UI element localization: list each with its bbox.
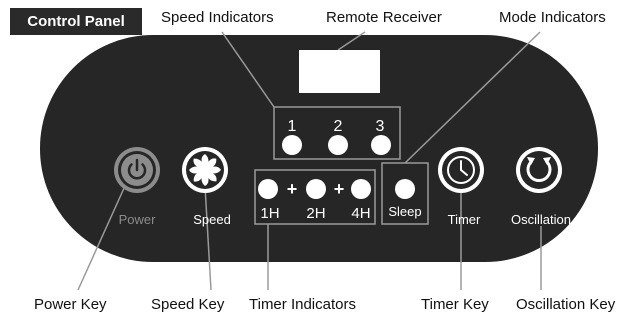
power-label: Power xyxy=(119,212,157,227)
callout-timer-key: Timer Key xyxy=(421,296,489,313)
speed-led-2 xyxy=(328,135,348,155)
callout-mode-indicators: Mode Indicators xyxy=(499,9,606,26)
timer-indicator-box xyxy=(254,169,376,225)
leader-speed-indicators xyxy=(221,31,275,108)
callout-timer-indicators: Timer Indicators xyxy=(249,296,356,313)
leader-remote-receiver xyxy=(337,31,366,51)
speed-led-3 xyxy=(371,135,391,155)
speed-indicator-box xyxy=(273,106,401,160)
timer-label-4h: 4H xyxy=(351,205,370,222)
oscillation-key[interactable] xyxy=(516,147,562,193)
timer-key[interactable] xyxy=(438,147,484,193)
callout-speed-indicators: Speed Indicators xyxy=(161,9,274,26)
speed-indicator-label-3: 3 xyxy=(376,118,385,135)
timer-plus-2: + xyxy=(334,179,345,199)
speed-label: Speed xyxy=(193,212,231,227)
control-panel-title: Control Panel xyxy=(10,8,142,35)
callout-power-key: Power Key xyxy=(34,296,107,313)
leader-mode-indicators xyxy=(404,31,541,164)
timer-plus-1: + xyxy=(287,179,298,199)
speed-key[interactable] xyxy=(182,147,228,193)
callout-speed-key: Speed Key xyxy=(151,296,225,313)
leader-power-key xyxy=(77,185,126,291)
timer-led-4h xyxy=(351,179,371,199)
clock-icon xyxy=(447,156,475,184)
timer-label-2h: 2H xyxy=(306,205,325,222)
remote-receiver-window xyxy=(299,50,380,93)
oscillation-label: Oscillation xyxy=(511,212,571,227)
speed-led-1 xyxy=(282,135,302,155)
sleep-led xyxy=(395,179,415,199)
timer-label: Timer xyxy=(448,212,481,227)
timer-led-2h xyxy=(306,179,326,199)
timer-label-1h: 1H xyxy=(260,205,279,222)
speed-indicator-label-1: 1 xyxy=(288,118,297,135)
fan-icon xyxy=(189,154,221,186)
timer-led-1h xyxy=(258,179,278,199)
leader-speed-key xyxy=(204,185,212,291)
mode-indicator-box xyxy=(381,162,429,225)
leader-lines xyxy=(77,31,542,291)
rotate-icon xyxy=(526,157,552,182)
sleep-label: Sleep xyxy=(388,204,421,219)
speed-indicator-label-2: 2 xyxy=(334,118,343,135)
power-key[interactable] xyxy=(114,147,160,193)
oscillation-key-inner xyxy=(520,151,558,189)
power-icon xyxy=(127,158,147,180)
callout-remote-receiver: Remote Receiver xyxy=(326,9,442,26)
callout-oscillation-key: Oscillation Key xyxy=(516,296,616,313)
panel-body xyxy=(40,35,598,262)
